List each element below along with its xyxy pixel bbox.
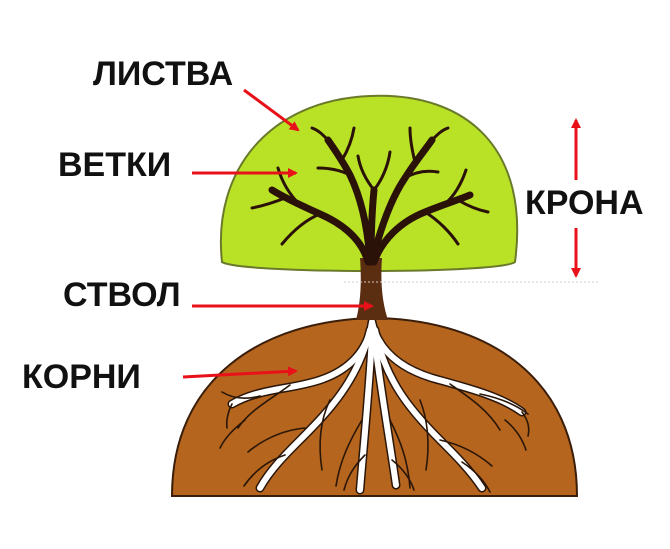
roots-arrow xyxy=(182,366,298,379)
foliage-arrow xyxy=(243,88,300,132)
foliage-label: ЛИСТВА xyxy=(93,55,233,93)
roots-label: КОРНИ xyxy=(22,358,141,396)
roots xyxy=(219,317,530,495)
branches xyxy=(250,126,490,266)
crown-label: КРОНА xyxy=(525,184,644,222)
trunk-label: СТВОЛ xyxy=(63,276,181,314)
branches-label: ВЕТКИ xyxy=(58,146,171,184)
